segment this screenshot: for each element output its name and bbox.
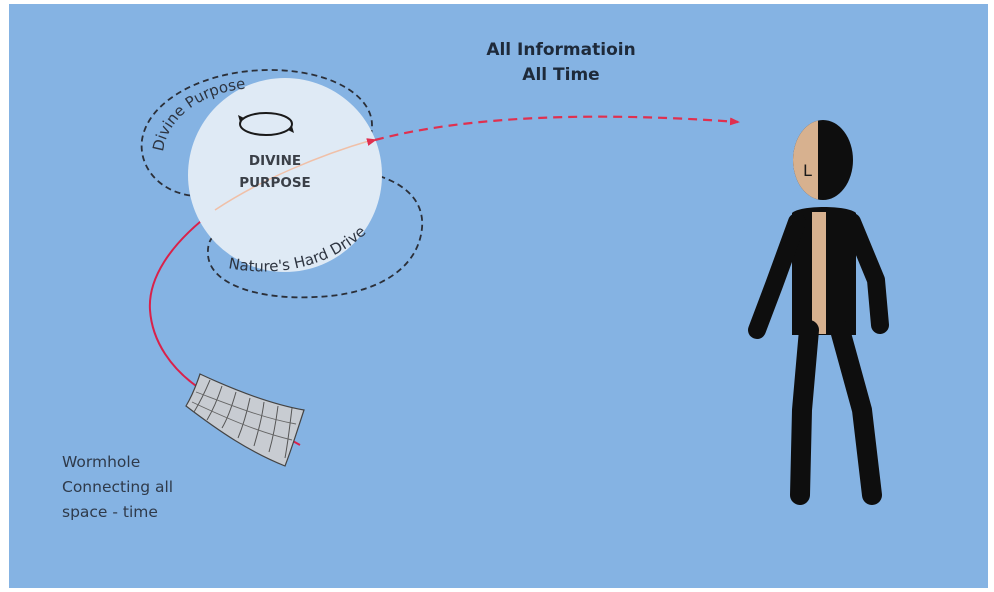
wormhole-label-line1: Wormhole xyxy=(62,453,140,471)
human-figure: L xyxy=(748,120,889,505)
natures-hard-drive-loop xyxy=(207,169,423,299)
core-label-line2: PURPOSE xyxy=(239,175,311,191)
figure-head-letter: L xyxy=(803,161,812,180)
figure-spine xyxy=(812,212,826,334)
header-line1: All Informatioin xyxy=(486,40,635,60)
figure-left-arm xyxy=(748,213,806,339)
cycle-icon xyxy=(238,112,294,136)
wormhole-icon xyxy=(185,373,305,467)
core-inner-line xyxy=(214,139,373,211)
divine-purpose-core xyxy=(188,78,382,272)
wormhole-label-line2: Connecting all xyxy=(62,478,173,496)
wormhole-label-line3: space - time xyxy=(62,503,158,521)
information-link-dashed-arrow xyxy=(366,115,740,146)
figure-right-leg xyxy=(830,320,882,505)
core-label-line1: DIVINE xyxy=(249,153,301,169)
figure-head-left-half xyxy=(793,120,818,200)
figure-left-leg xyxy=(790,320,819,505)
header-line2: All Time xyxy=(522,65,599,85)
figure-right-arm xyxy=(843,213,889,334)
